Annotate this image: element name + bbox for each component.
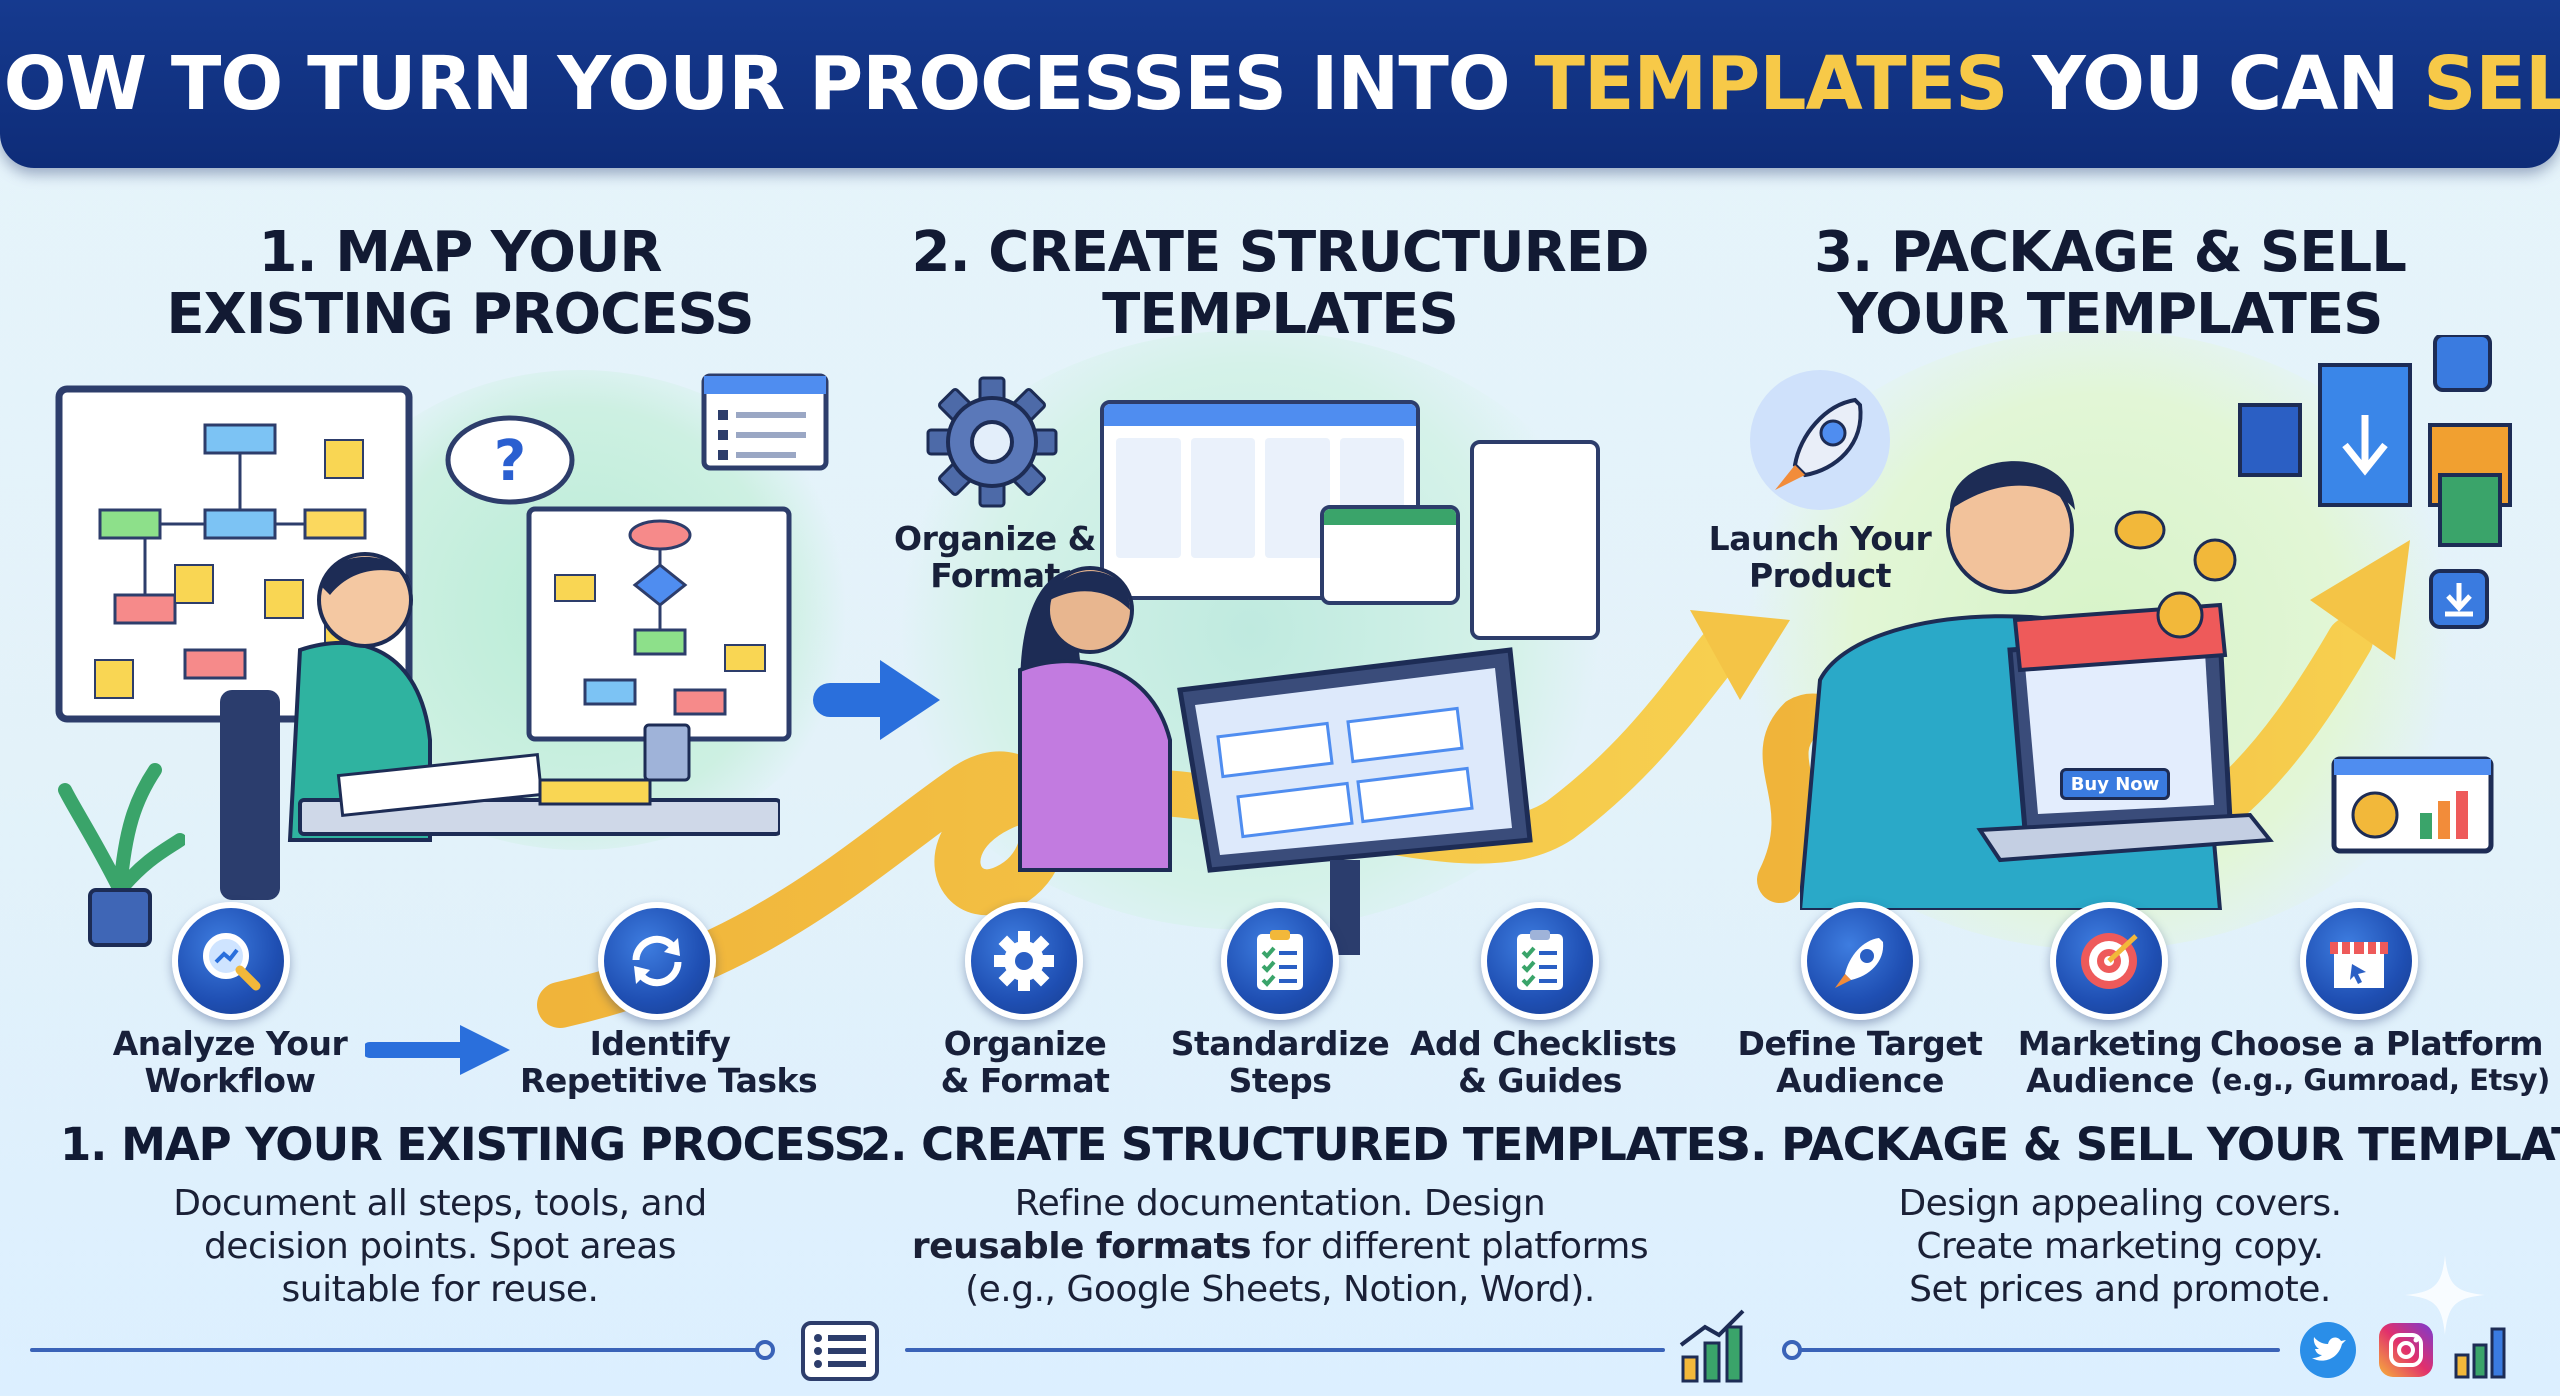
man-with-laptop [1797,420,2280,912]
right-arrow-icon [365,1025,510,1075]
target-icon [2081,933,2138,989]
checklist-icon [1257,930,1303,990]
checklists-guides-badge [1481,902,1599,1020]
marketing-audience-badge [2050,902,2168,1020]
magnifier-chart-icon [203,933,261,991]
twitter-icon[interactable] [2298,1320,2358,1380]
footer-dot-right [1782,1340,1802,1360]
analyze-workflow-badge [172,902,290,1020]
growth-chart-icon [1679,1309,1745,1383]
person-at-desk [180,540,782,910]
sparkle-icon [2405,1255,2485,1335]
footer-dot-left [755,1340,775,1360]
identify-tasks-badge [598,902,716,1020]
page-title: HOW TO TURN YOUR PROCESSES INTO TEMPLATE… [0,41,2560,127]
checklists-guides-label: Add Checklists & Guides [1410,1024,1677,1100]
gear-icon [994,931,1054,991]
clipboard-check-icon [1517,930,1563,990]
spreadsheet-window [1320,505,1460,605]
define-audience-label: Define Target Audience [1737,1024,1983,1100]
choose-platform-badge [2300,902,2418,1020]
identify-tasks-label: Identify Repetitive Tasks [520,1024,818,1100]
footer-line-right [1800,1348,2280,1352]
flowchart-card [525,505,795,745]
download-icon [2428,568,2490,630]
define-audience-badge [1801,902,1919,1020]
bar-chart-icon [2454,1327,2506,1379]
standardize-steps-label: Standardize Steps [1170,1024,1390,1100]
launch-product-callout: Launch Your Product [1708,519,1932,595]
column-3-title: 3. PACKAGE & SELL YOUR TEMPLATES [1814,220,2407,347]
standardize-steps-badge [1221,902,1339,1020]
section-2-description: Refine documentation. Design reusable fo… [911,1183,1649,1310]
organize-format-callout: Organize & Format [894,519,1096,595]
svg-text:?: ? [494,429,526,494]
cycle-arrows-icon [632,935,682,987]
analytics-window-icon [2330,755,2495,855]
thinking-bubble: ? [440,410,580,510]
woman-at-tablet [980,540,1560,960]
organize-format-label: Organize & Format [940,1024,1110,1100]
rocket-icon [1745,365,1895,515]
section-3-description: Design appealing covers. Create marketin… [1898,1183,2342,1310]
section-2-title: 2. CREATE STRUCTURED TEMPLATES [860,1118,1748,1171]
list-icon [801,1321,879,1381]
choose-platform-label: Choose a Platform (e.g., Gumroad, Etsy) [2210,1024,2550,1097]
document-window-icon [700,372,830,472]
document-page [1470,440,1600,640]
section-1-description: Document all steps, tools, and decision … [173,1183,707,1310]
marketing-audience-label: Marketing Audience [2017,1024,2203,1100]
analyze-workflow-label: Analyze Your Workflow [112,1024,348,1100]
organize-format-badge [965,902,1083,1020]
footer-line-middle [905,1348,1665,1352]
section-3-title: 3. PACKAGE & SELL YOUR TEMPLATES [1720,1118,2560,1171]
footer-line-left [30,1348,760,1352]
product-boxes [2230,333,2530,565]
instagram-icon[interactable] [2376,1320,2436,1380]
rocket-icon [1835,938,1884,988]
column-1-title: 1. MAP YOUR EXISTING PROCESS [166,220,754,347]
title-banner: HOW TO TURN YOUR PROCESSES INTO TEMPLATE… [0,0,2560,168]
buy-now-button[interactable]: Buy Now [2060,768,2170,800]
section-1-title: 1. MAP YOUR EXISTING PROCESS [60,1118,866,1171]
gear-icon [925,375,1060,510]
plant-pot [55,750,187,950]
storefront-icon [2330,942,2388,988]
coins-icon [2105,490,2255,640]
column-2-title: 2. CREATE STRUCTURED TEMPLATES [911,220,1650,347]
